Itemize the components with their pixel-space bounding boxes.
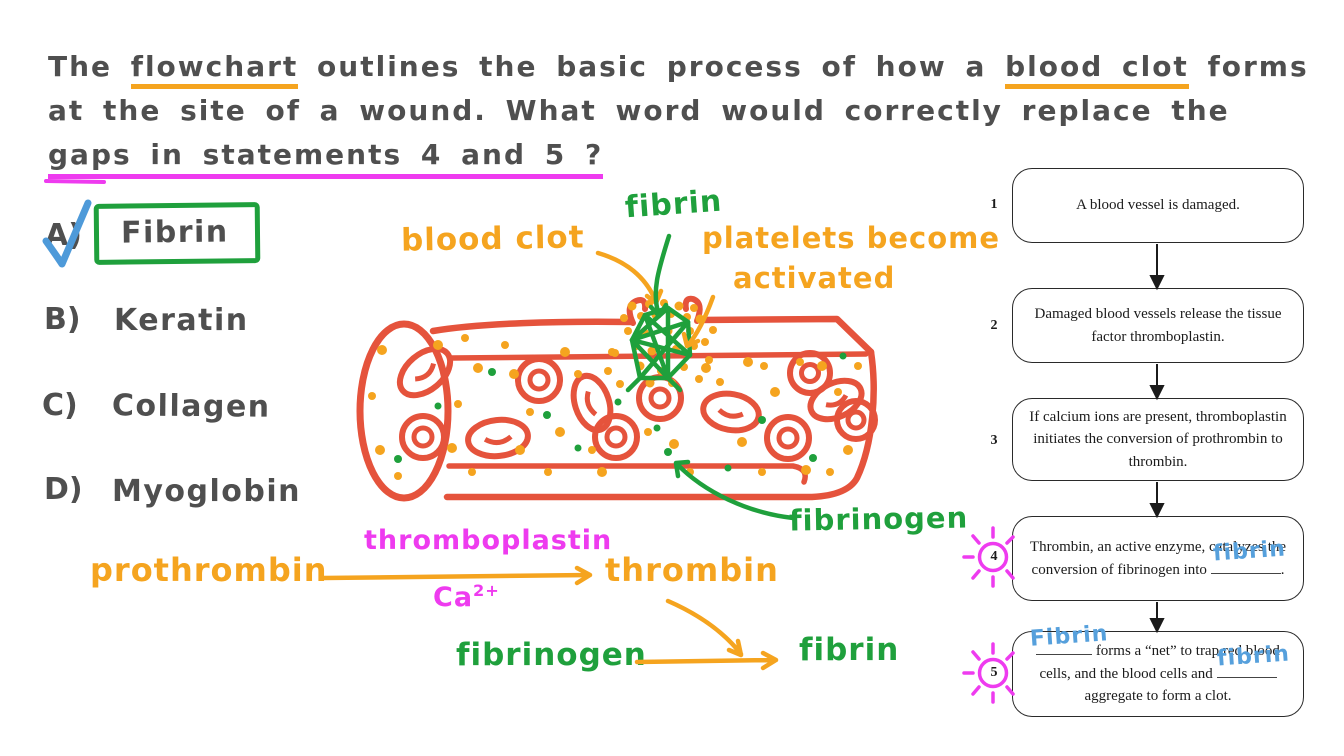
red-blood-cells-side (396, 345, 865, 460)
flowchart-step-1-box: A blood vessel is damaged. (1012, 168, 1304, 243)
magenta-underline-stroke (44, 179, 106, 184)
option-d-letter[interactable]: D) (44, 472, 83, 507)
red-blood-cells-donut (399, 350, 878, 462)
flowchart-step-1-number: 1 (990, 197, 998, 212)
question-line-1: The flowchart outlines the basic process… (48, 50, 1309, 89)
question-text: outlines the basic process of how a (298, 50, 1006, 83)
flowchart-step-3-text: If calcium ions are present, thromboplas… (1029, 408, 1287, 470)
option-a-selected-box[interactable]: Fibrin (93, 202, 261, 265)
thrombin-catalysis-arrow (665, 598, 744, 658)
fibrin-arrow (648, 233, 672, 319)
question-highlight-flowchart: flowchart (130, 50, 299, 89)
flowchart-step-2-number: 2 (990, 318, 998, 333)
reaction-prothrombin: prothrombin (90, 551, 328, 589)
flowchart-step-5-text: Fibrin forms a “net” to trap red blood c… (1025, 621, 1291, 708)
wound-torn-edge-right (682, 295, 703, 324)
fibrin-mesh (625, 305, 693, 393)
fibrinogen-arrow (673, 459, 796, 521)
platelets-arrow (681, 294, 716, 349)
option-a-label[interactable]: Fibrin (120, 214, 229, 251)
vessel-bottom-wall-inner (446, 463, 808, 485)
fibrinogen-to-fibrin-arrow (634, 650, 779, 671)
flowchart-step-1-text: A blood vessel is damaged. (1076, 197, 1240, 214)
flowchart-step-3-number: 3 (990, 433, 998, 448)
question-highlight-gaps: gaps in statements 4 and 5 ? (48, 138, 604, 179)
platelet-dots (368, 334, 862, 480)
label-platelets-line-1: platelets become (702, 221, 1001, 255)
reaction-thromboplastin: thromboplastin (364, 525, 613, 556)
flowchart-step-3-box: If calcium ions are present, thromboplas… (1012, 398, 1304, 481)
flowchart-step-4-blank: fibrin (1210, 536, 1286, 574)
question-text: forms (1188, 50, 1309, 83)
label-fibrin: fibrin (623, 183, 724, 226)
flowchart-step-5-box: Fibrin forms a “net” to trap red blood c… (1012, 621, 1304, 717)
label-blood-clot: blood clot (400, 219, 585, 259)
flowchart-step-4-text: Thrombin, an active enzyme, catalyzes th… (1025, 536, 1291, 581)
vessel-top-wall-outer-left (429, 318, 635, 335)
reaction-calcium: Ca2+ (433, 581, 500, 613)
activated-platelet-cluster (604, 299, 717, 388)
flowchart-step-2-box: Damaged blood vessels release the tissue… (1012, 288, 1304, 363)
handwritten-answer-fibrin-capital: Fibrin (1029, 620, 1110, 652)
reaction-fibrin: fibrin (799, 632, 900, 668)
fibrinogen-dots (394, 352, 847, 472)
option-b-label[interactable]: Keratin (114, 303, 249, 338)
question-line-3: gaps in statements 4 and 5 ? (48, 138, 604, 179)
blood-clot-arrow (595, 250, 664, 306)
label-fibrinogen: fibrinogen (788, 500, 969, 538)
handwritten-answer-fibrin-2: fibrin (1215, 641, 1291, 672)
flowchart-step-5-number: 5 (990, 665, 998, 680)
vessel-end-cap (356, 320, 452, 502)
label-platelets-line-2: activated (733, 261, 896, 295)
flowchart-step-4-number: 4 (990, 549, 998, 564)
question-highlight-blood-clot: blood clot (1005, 50, 1189, 89)
vessel-top-wall-outer-right (695, 315, 875, 356)
vessel-top-wall-inner (449, 351, 869, 361)
reaction-fibrinogen: fibrinogen (456, 637, 647, 673)
wound-torn-edge-left (626, 297, 649, 326)
flowchart-step-2-text: Damaged blood vessels release the tissue… (1034, 306, 1282, 345)
flowchart-step-4-box: Thrombin, an active enzyme, catalyzes th… (1012, 516, 1304, 601)
blood-vessel-outline (356, 295, 877, 502)
flowchart-step-5-blank-2: fibrin (1216, 641, 1290, 678)
option-c-letter[interactable]: C) (42, 388, 78, 423)
question-text: The (48, 50, 131, 83)
option-d-label[interactable]: Myoglobin (112, 474, 302, 509)
vessel-right-rim-and-bottom-outer (443, 348, 877, 501)
option-a-letter[interactable]: A) (45, 218, 82, 253)
flowchart-step-5-blank-1: Fibrin (1029, 621, 1109, 656)
reaction-thrombin: thrombin (605, 551, 779, 589)
question-line-2: at the site of a wound. What word would … (48, 94, 1230, 127)
option-b-letter[interactable]: B) (44, 302, 81, 337)
option-c-label[interactable]: Collagen (111, 388, 271, 425)
handwritten-answer-fibrin: fibrin (1211, 536, 1287, 567)
